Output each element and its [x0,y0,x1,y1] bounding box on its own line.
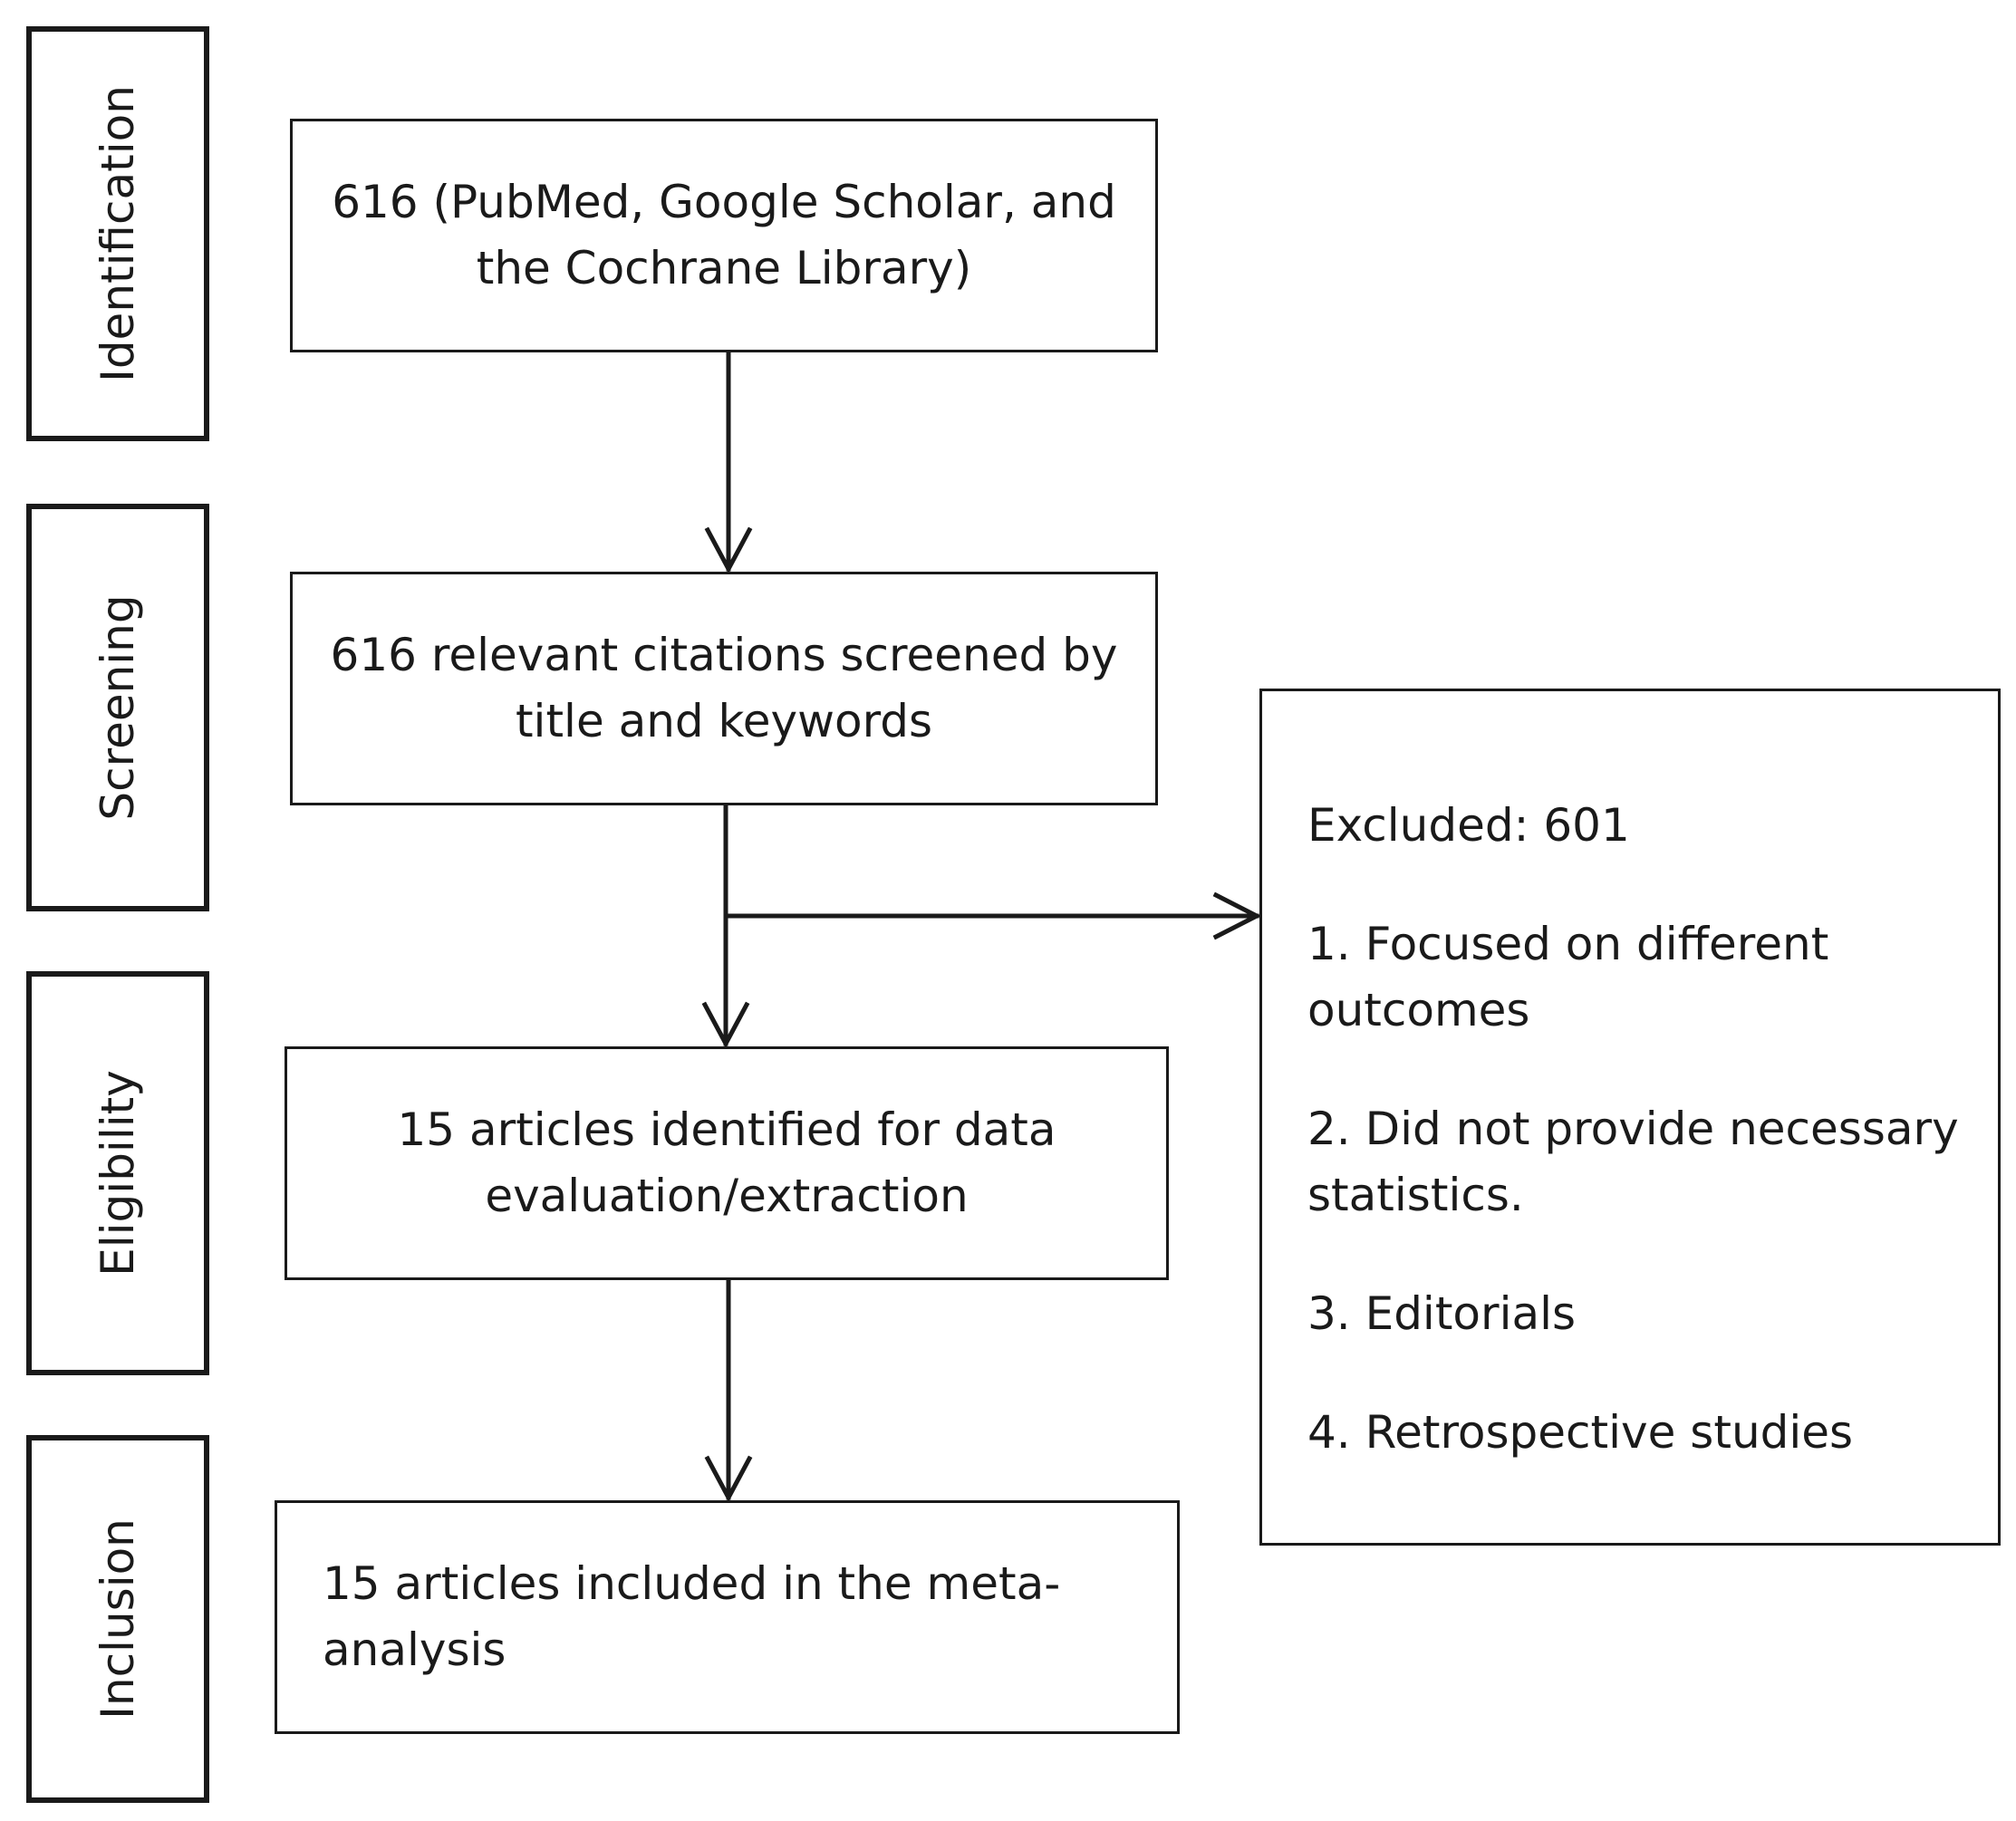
identification-box-line-1: 616 (PubMed, Google Scholar, and [332,176,1116,228]
identification-box: 616 (PubMed, Google Scholar, and the Coc… [290,119,1158,352]
eligibility-box-text: 15 articles identified for data evaluati… [397,1097,1056,1229]
excluded-reason-1-line-1: 1. Focused on different [1307,918,1829,970]
inclusion-box-line-1: 15 articles included in the meta- [323,1557,1061,1610]
eligibility-box-line-1: 15 articles identified for data [397,1103,1056,1156]
excluded-reason-2: 2. Did not provide necessary statistics. [1307,1096,1998,1228]
eligibility-box-line-2: evaluation/extraction [485,1170,969,1222]
excluded-reason-3: 3. Editorials [1307,1287,1577,1340]
excluded-reason-1-line-2: outcomes [1307,984,1530,1036]
screening-box-text: 616 relevant citations screened by title… [331,622,1118,755]
inclusion-box: 15 articles included in the meta- analys… [275,1500,1180,1734]
stage-identification: Identification [26,26,209,441]
excluded-reason-2-line-1: 2. Did not provide necessary [1307,1103,1959,1155]
eligibility-box: 15 articles identified for data evaluati… [285,1046,1169,1280]
stage-screening: Screening [26,504,209,911]
excluded-reason-1: 1. Focused on different outcomes [1307,911,1998,1044]
identification-box-line-2: the Cochrane Library) [476,242,972,294]
excluded-reason-2-line-2: statistics. [1307,1169,1524,1221]
excluded-reason-4: 4. Retrospective studies [1307,1406,1854,1459]
identification-box-text: 616 (PubMed, Google Scholar, and the Coc… [332,169,1116,302]
arrowhead-screening-to-eligibility [701,1001,750,1049]
screening-box: 616 relevant citations screened by title… [290,572,1158,805]
excluded-box: Excluded: 601 1. Focused on different ou… [1259,689,2001,1546]
arrowhead-to-excluded [1212,891,1262,940]
arrowhead-eligibility-to-inclusion [704,1455,753,1503]
inclusion-box-line-2: analysis [323,1623,506,1676]
arrowhead-identification-to-screening [704,526,753,574]
excluded-heading: Excluded: 601 [1307,799,1630,852]
stage-eligibility: Eligibility [26,971,209,1375]
screening-box-line-1: 616 relevant citations screened by [330,629,1118,681]
screening-box-line-2: title and keywords [515,695,933,747]
inclusion-box-text: 15 articles included in the meta- analys… [323,1551,1060,1683]
stage-inclusion: Inclusion [26,1435,209,1803]
